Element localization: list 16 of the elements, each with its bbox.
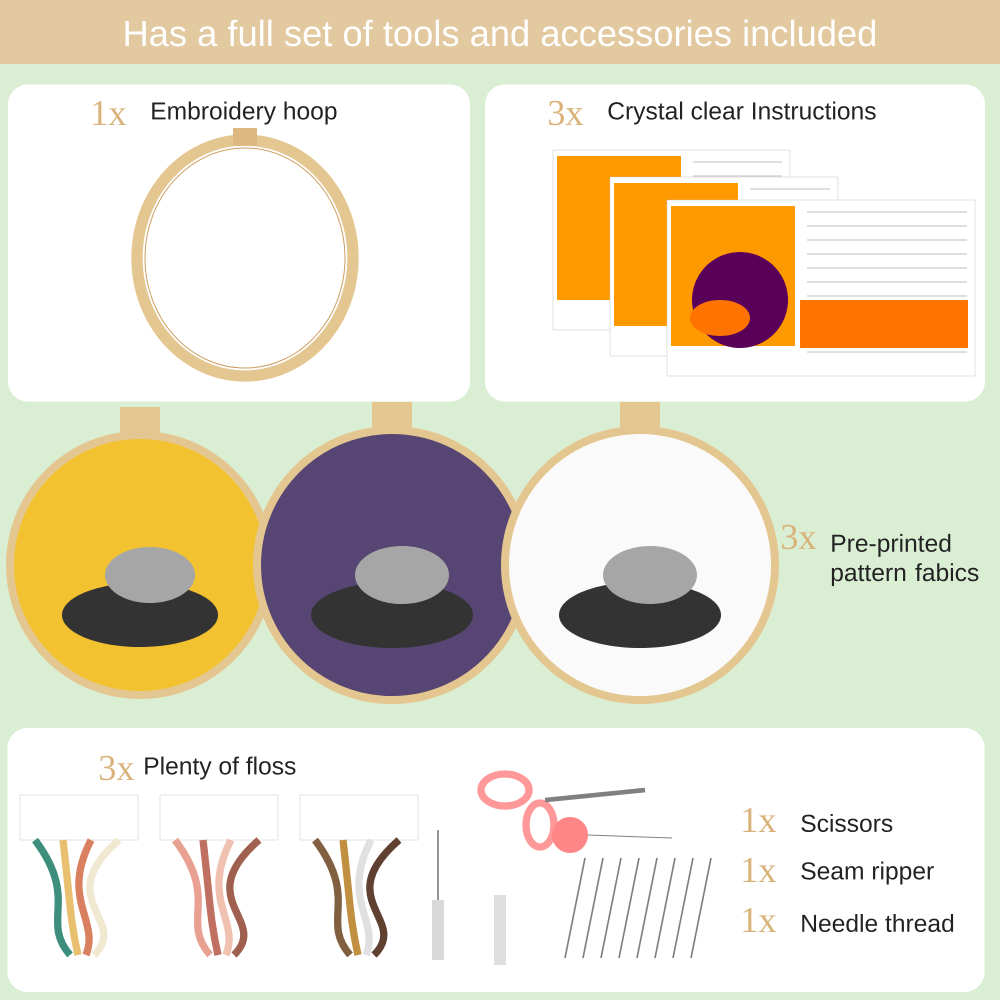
- item-label: Embroidery hoop: [152, 102, 336, 124]
- item-label: Pre-printed pattern fabics: [832, 534, 978, 586]
- item-label: Crystal clear Instructions: [608, 102, 876, 124]
- item-label: Needle thread: [802, 914, 954, 932]
- quantity-label: 1x: [743, 858, 776, 882]
- quantity-label: 1x: [93, 101, 126, 125]
- quantity-label: 3x: [100, 756, 134, 780]
- quantity-label: 3x: [782, 524, 816, 550]
- quantity-label: 1x: [743, 908, 776, 932]
- quantity-label: 3x: [548, 100, 584, 126]
- item-label: Seam ripper: [801, 862, 934, 884]
- item-card: [8, 84, 470, 402]
- item-label: Plenty of floss: [145, 756, 296, 780]
- item-label: Scissors: [801, 814, 892, 832]
- title: Has a full set of tools and accessories included: [125, 20, 876, 46]
- quantity-label: 1x: [743, 808, 776, 832]
